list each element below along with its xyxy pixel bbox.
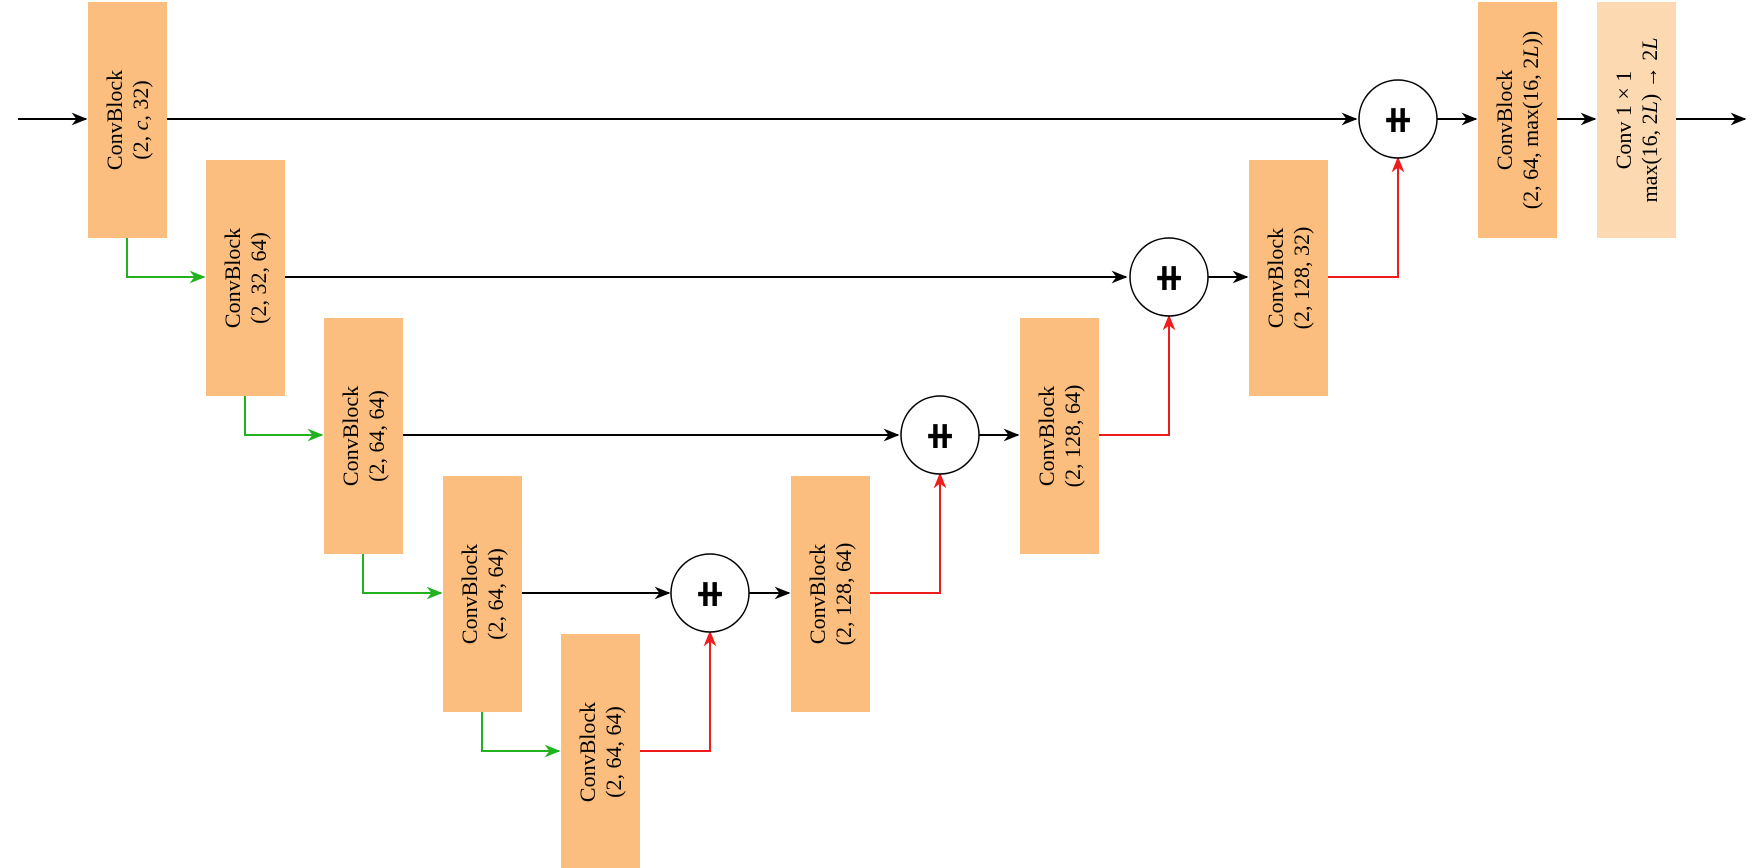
up-arrow-2: [870, 472, 947, 594]
block-params: (2, 64, 64): [601, 706, 626, 798]
block-label: ConvBlock: [575, 702, 600, 802]
concat-node-3: ⧺: [1129, 237, 1209, 317]
conv-block-enc4: ConvBlock (2, 64, 64): [443, 476, 522, 712]
conv-block-enc3: ConvBlock (2, 64, 64): [324, 318, 403, 554]
conv-block-out: ConvBlock (2, 64, max(16, 2L)): [1478, 2, 1557, 238]
conv1x1-block: Conv 1 × 1 max(16, 2L) → 2L: [1597, 2, 1676, 238]
concat-icon: ⧺: [1153, 255, 1185, 299]
down-arrow-2: [244, 396, 324, 442]
concat-icon: ⧺: [924, 413, 956, 457]
block-params: (2, 64, 64): [364, 390, 389, 482]
concat-icon: ⧺: [1382, 97, 1414, 141]
block-label: ConvBlock: [102, 70, 127, 170]
block-params: max(16, 2L) → 2L: [1637, 37, 1662, 202]
decoder-links: [640, 156, 1405, 752]
concat-node-4: ⧺: [1358, 79, 1438, 159]
conv-block-dec3: ConvBlock (2, 128, 64): [1020, 318, 1099, 554]
down-arrow-1: [126, 238, 206, 284]
block-params: (2, 64, 64): [483, 548, 508, 640]
block-label: ConvBlock: [1492, 70, 1517, 170]
conv-block-dec2: ConvBlock (2, 128, 32): [1249, 160, 1328, 396]
concat-icon: ⧺: [694, 571, 726, 615]
down-arrow-4: [481, 712, 561, 758]
down-arrow-3: [362, 554, 443, 600]
encoder-links: [126, 238, 561, 758]
block-label: Conv 1 × 1: [1611, 71, 1636, 170]
up-arrow-4: [1328, 156, 1405, 278]
conv-block-dec4: ConvBlock (2, 128, 64): [791, 476, 870, 712]
concat-node-1: ⧺: [670, 553, 750, 633]
block-label: ConvBlock: [805, 544, 830, 644]
block-label: ConvBlock: [1034, 386, 1059, 486]
block-params: (2, 128, 32): [1289, 227, 1314, 330]
block-params: (2, 64, max(16, 2L)): [1518, 31, 1543, 209]
block-label: ConvBlock: [457, 544, 482, 644]
concat-node-2: ⧺: [900, 395, 980, 475]
conv-block-enc2: ConvBlock (2, 32, 64): [206, 160, 285, 396]
block-label: ConvBlock: [1263, 228, 1288, 328]
block-params: (2, 128, 64): [831, 543, 856, 646]
block-label: ConvBlock: [338, 386, 363, 486]
up-arrow-3: [1099, 314, 1176, 436]
block-params: (2, 128, 64): [1060, 385, 1085, 488]
block-label: ConvBlock: [220, 228, 245, 328]
up-arrow-1: [640, 630, 717, 752]
skip-connections: [18, 112, 1747, 600]
block-params: (2, c, 32): [128, 80, 153, 159]
conv-block-enc1: ConvBlock (2, c, 32): [88, 2, 167, 238]
conv-block-enc5: ConvBlock (2, 64, 64): [561, 634, 640, 868]
block-params: (2, 32, 64): [246, 232, 271, 324]
